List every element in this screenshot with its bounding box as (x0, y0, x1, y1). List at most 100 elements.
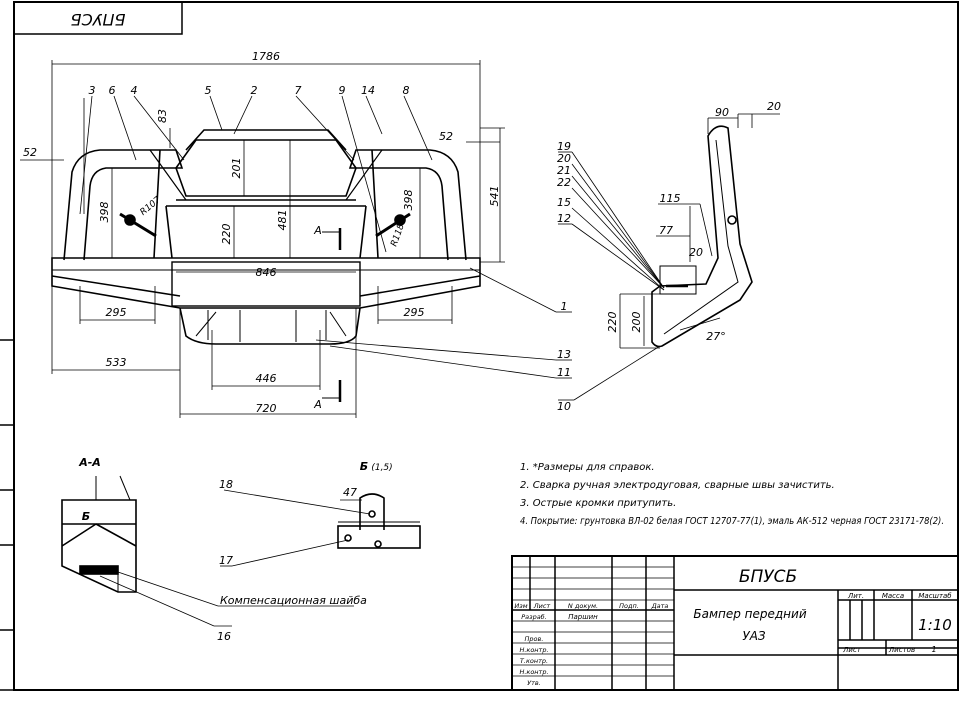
dim-398-right: 398 (402, 190, 415, 211)
note-2: 2. Сварка ручная электродуговая, сварные… (520, 480, 835, 491)
dim-side-220: 220 (606, 312, 619, 333)
tb-sheet: Лист (842, 646, 862, 654)
side-view (651, 125, 753, 348)
side-dimension-labels: 90 20 115 77 20 220 200 27° 19 20 21 22 … (557, 100, 781, 413)
detail-b (337, 493, 421, 549)
front-dimension-labels: 1786 846 720 446 533 295 295 541 398 398… (23, 50, 571, 415)
dim-20-top: 20 (767, 100, 781, 113)
tb-scale-label: Масштаб (918, 592, 952, 600)
front-dimensions (20, 60, 572, 418)
tb-row-nkontr2: Н.контр. (519, 668, 548, 676)
detail-b-title: Б (360, 460, 368, 473)
callout-10: 10 (557, 400, 571, 413)
dim-r107: R107 (139, 195, 164, 218)
tb-row-tkontr: Т.контр. (520, 657, 548, 665)
dim-398-left: 398 (98, 202, 111, 223)
tb-row-prov: Пров. (525, 635, 544, 643)
callout-9: 9 (339, 84, 346, 97)
dim-541: 541 (488, 186, 501, 207)
callout-21: 21 (557, 164, 571, 177)
dim-20-mid: 20 (689, 246, 703, 259)
tb-col-sign: Подп. (619, 602, 639, 610)
title-name-1: Бампер передний (693, 607, 806, 621)
side-dimensions (558, 113, 780, 401)
dim-220: 220 (220, 224, 233, 245)
left-guard-tube (63, 149, 184, 261)
dim-533: 533 (106, 356, 127, 369)
dim-295-left: 295 (106, 306, 127, 319)
title-name-2: УАЗ (742, 629, 766, 643)
callout-22: 22 (557, 176, 571, 189)
callout-12: 12 (557, 212, 571, 225)
tb-col-izm: Изм (514, 602, 527, 610)
tb-row-utv: Утв. (527, 679, 541, 687)
callout-19: 19 (557, 140, 571, 153)
dim-720: 720 (256, 402, 277, 415)
callout-11: 11 (557, 366, 571, 379)
dim-1786: 1786 (252, 50, 280, 63)
washer-label: Компенсационная шайба (220, 594, 367, 607)
center-frame (175, 139, 357, 197)
dim-83: 83 (156, 109, 169, 123)
tb-col-date: Дата (651, 602, 669, 610)
callout-20: 20 (557, 152, 571, 165)
dim-90: 90 (715, 106, 729, 119)
tb-scale-value: 1:10 (918, 616, 952, 634)
tb-sheets: Листов (888, 646, 915, 654)
callout-15: 15 (557, 196, 571, 209)
tb-row-nkontr: Н.контр. (519, 646, 548, 654)
lower-box (179, 307, 361, 345)
tb-sheets-value: 1 (931, 645, 936, 654)
callout-8: 8 (403, 84, 410, 97)
technical-notes: 1. *Размеры для справок. 2. Сварка ручна… (520, 462, 944, 527)
designation-stamp-box (13, 1, 183, 35)
dim-115: 115 (660, 192, 681, 205)
side-profile (651, 125, 753, 348)
section-aa (61, 475, 137, 593)
tb-developer: Паршин (568, 613, 598, 621)
callout-6: 6 (109, 84, 116, 97)
callout-3: 3 (89, 84, 96, 97)
callout-4: 4 (131, 84, 138, 97)
callout-5: 5 (205, 84, 212, 97)
section-marker-upper: А (313, 224, 322, 237)
detail-b-scale: (1,5) (371, 463, 392, 473)
dim-47: 47 (343, 486, 357, 499)
callout-13: 13 (557, 348, 571, 361)
dim-201: 201 (230, 158, 243, 179)
dim-481: 481 (276, 210, 289, 231)
callout-7: 7 (295, 84, 302, 97)
title-block (511, 555, 959, 691)
dim-295-right: 295 (404, 306, 425, 319)
dim-52-right: 52 (439, 130, 453, 143)
title-block-text: БПУСБ Бампер передний УАЗ Изм Лист N док… (514, 567, 952, 687)
front-view (51, 129, 481, 402)
dim-846: 846 (256, 266, 277, 279)
tb-col-list: Лист (533, 602, 551, 610)
tb-lit: Лит. (847, 592, 864, 600)
section-aa-marker: Б (82, 510, 90, 523)
section-aa-title: А-А (78, 456, 101, 469)
title-code: БПУСБ (739, 567, 797, 587)
note-3: 3. Острые кромки притупить. (520, 498, 676, 509)
callout-18: 18 (219, 478, 233, 491)
tb-col-doc: N докум. (568, 602, 598, 610)
note-4: 4. Покрытие: грунтовка ВЛ-02 белая ГОСТ … (520, 515, 944, 527)
section-marker-lower: А (313, 398, 322, 411)
dim-angle: 27° (706, 330, 726, 343)
dim-446: 446 (256, 372, 277, 385)
callout-17: 17 (219, 554, 233, 567)
dim-77: 77 (659, 224, 673, 237)
designation-stamp: БПУСБ (71, 10, 126, 29)
note-1: 1. *Размеры для справок. (520, 462, 655, 473)
tb-mass: Масса (882, 592, 904, 600)
dim-side-200: 200 (630, 312, 643, 333)
drawing-frame (13, 1, 959, 691)
callout-1: 1 (561, 300, 568, 313)
tb-row-razrab: Разраб. (521, 613, 547, 621)
callout-2: 2 (251, 84, 258, 97)
dim-52-left: 52 (23, 146, 37, 159)
callout-16: 16 (217, 630, 231, 643)
callout-14: 14 (361, 84, 375, 97)
